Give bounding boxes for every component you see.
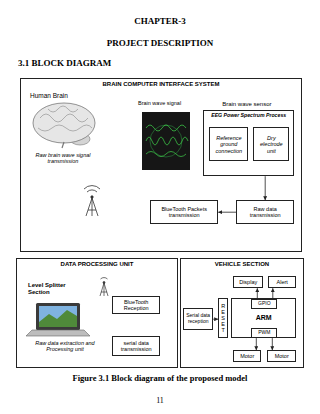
- process-box: Raw data transmission: [236, 200, 294, 224]
- output-box: Alert: [268, 276, 296, 288]
- part-name: Human Brain: [30, 92, 100, 99]
- section-box: DATA PROCESSING UNIT BlueTooth Reception s…: [16, 258, 178, 368]
- connector-arrow: [218, 212, 236, 213]
- part-name: Level Splitter Section: [28, 282, 82, 296]
- antenna-mast: [100, 283, 108, 296]
- controller-box: ARM GPIO PWM: [231, 298, 296, 338]
- screen-picture: [39, 310, 77, 327]
- process-box: Serial data reception: [183, 308, 213, 330]
- brain-stem: [62, 142, 64, 148]
- process-box: Reference ground connection: [209, 127, 248, 161]
- laptop-lid: [36, 303, 80, 330]
- antenna-tip: [91, 196, 93, 198]
- antenna-tip: [103, 282, 105, 284]
- wave-trace: [146, 152, 186, 157]
- part-note: Raw data extraction and Processing unit: [30, 340, 100, 353]
- signal-screen: [142, 112, 190, 170]
- figure-caption: Figure 3.1 Block diagram of the proposed…: [0, 374, 320, 384]
- laptop-illustration: [26, 303, 90, 336]
- wave-trace: [146, 137, 188, 145]
- box-label: Reference ground connection: [212, 135, 245, 154]
- box-label: BlueTooth Reception: [115, 299, 157, 312]
- connector-arrow: [265, 176, 266, 200]
- process-box: serial data transmission: [112, 336, 160, 356]
- box-label: Display: [239, 279, 257, 285]
- part-note: Raw brain wave signal transmission: [30, 152, 96, 165]
- wave-trace: [146, 125, 186, 131]
- box-heading: Brain wave sensor: [222, 101, 271, 108]
- port-box: PWM: [251, 328, 277, 338]
- box-label: Motor: [275, 353, 289, 359]
- antenna-symbol: [84, 186, 100, 216]
- head-outline: [150, 125, 182, 157]
- motor-box: Motor: [233, 350, 261, 362]
- antenna-mast: [86, 198, 98, 216]
- chapter-heading: CHAPTER-3: [0, 16, 320, 26]
- reset-box: RESET: [218, 298, 228, 338]
- process-box: BlueTooth Packets transmission: [150, 200, 218, 224]
- section-heading: PROJECT DESCRIPTION: [0, 38, 320, 48]
- port-box: GPIO: [251, 299, 277, 309]
- box-label: ARM: [256, 314, 272, 322]
- connector-arrow: [256, 338, 257, 350]
- radio-waves: [101, 278, 108, 279]
- box-label: GPIO: [258, 301, 271, 307]
- box-label: Raw data transmission: [239, 206, 291, 219]
- process-box: BlueTooth Reception: [112, 296, 160, 314]
- wave-signal-picture: [142, 112, 190, 170]
- cerebrum-shape: [33, 103, 95, 143]
- brain-illustration: [33, 103, 95, 148]
- page-number: 11: [0, 396, 320, 405]
- output-box: Display: [233, 276, 263, 288]
- box-heading: BRAIN COMPUTER INTERFACE SYSTEM: [21, 81, 301, 88]
- box-label: Dry electrode unit: [256, 135, 286, 154]
- laptop-base: [26, 330, 90, 336]
- box-label: Serial data reception: [186, 313, 210, 325]
- box-label: Alert: [277, 279, 288, 285]
- brain-fold: [38, 125, 92, 131]
- process-box: Dry electrode unit: [253, 127, 289, 161]
- motor-box: Motor: [267, 350, 296, 362]
- brain-fold: [48, 106, 78, 112]
- box-heading: EEG Power Spectrum Process: [204, 113, 293, 119]
- part-name: Brain wave signal: [138, 100, 200, 106]
- box-label: Motor: [240, 353, 254, 359]
- brain-fold: [40, 114, 88, 122]
- sensor-box: Brain wave sensorEEG Power Spectrum Proc…: [203, 110, 294, 176]
- antenna-symbol: [100, 278, 108, 296]
- box-label: RESET: [220, 303, 226, 333]
- box-heading: VEHICLE SECTION: [181, 261, 303, 268]
- box-label: serial data transmission: [115, 340, 157, 353]
- box-label: PWM: [258, 330, 270, 336]
- box-heading: DATA PROCESSING UNIT: [17, 261, 177, 268]
- section-box: VEHICLE SECTION Display AlertSerial data r…: [180, 258, 304, 368]
- radio-waves: [84, 186, 100, 192]
- connector-arrow: [272, 338, 273, 350]
- laptop-screen: [39, 306, 77, 327]
- subsection-heading: 3.1 BLOCK DIAGRAM: [18, 58, 218, 68]
- box-label: BlueTooth Packets transmission: [153, 206, 215, 219]
